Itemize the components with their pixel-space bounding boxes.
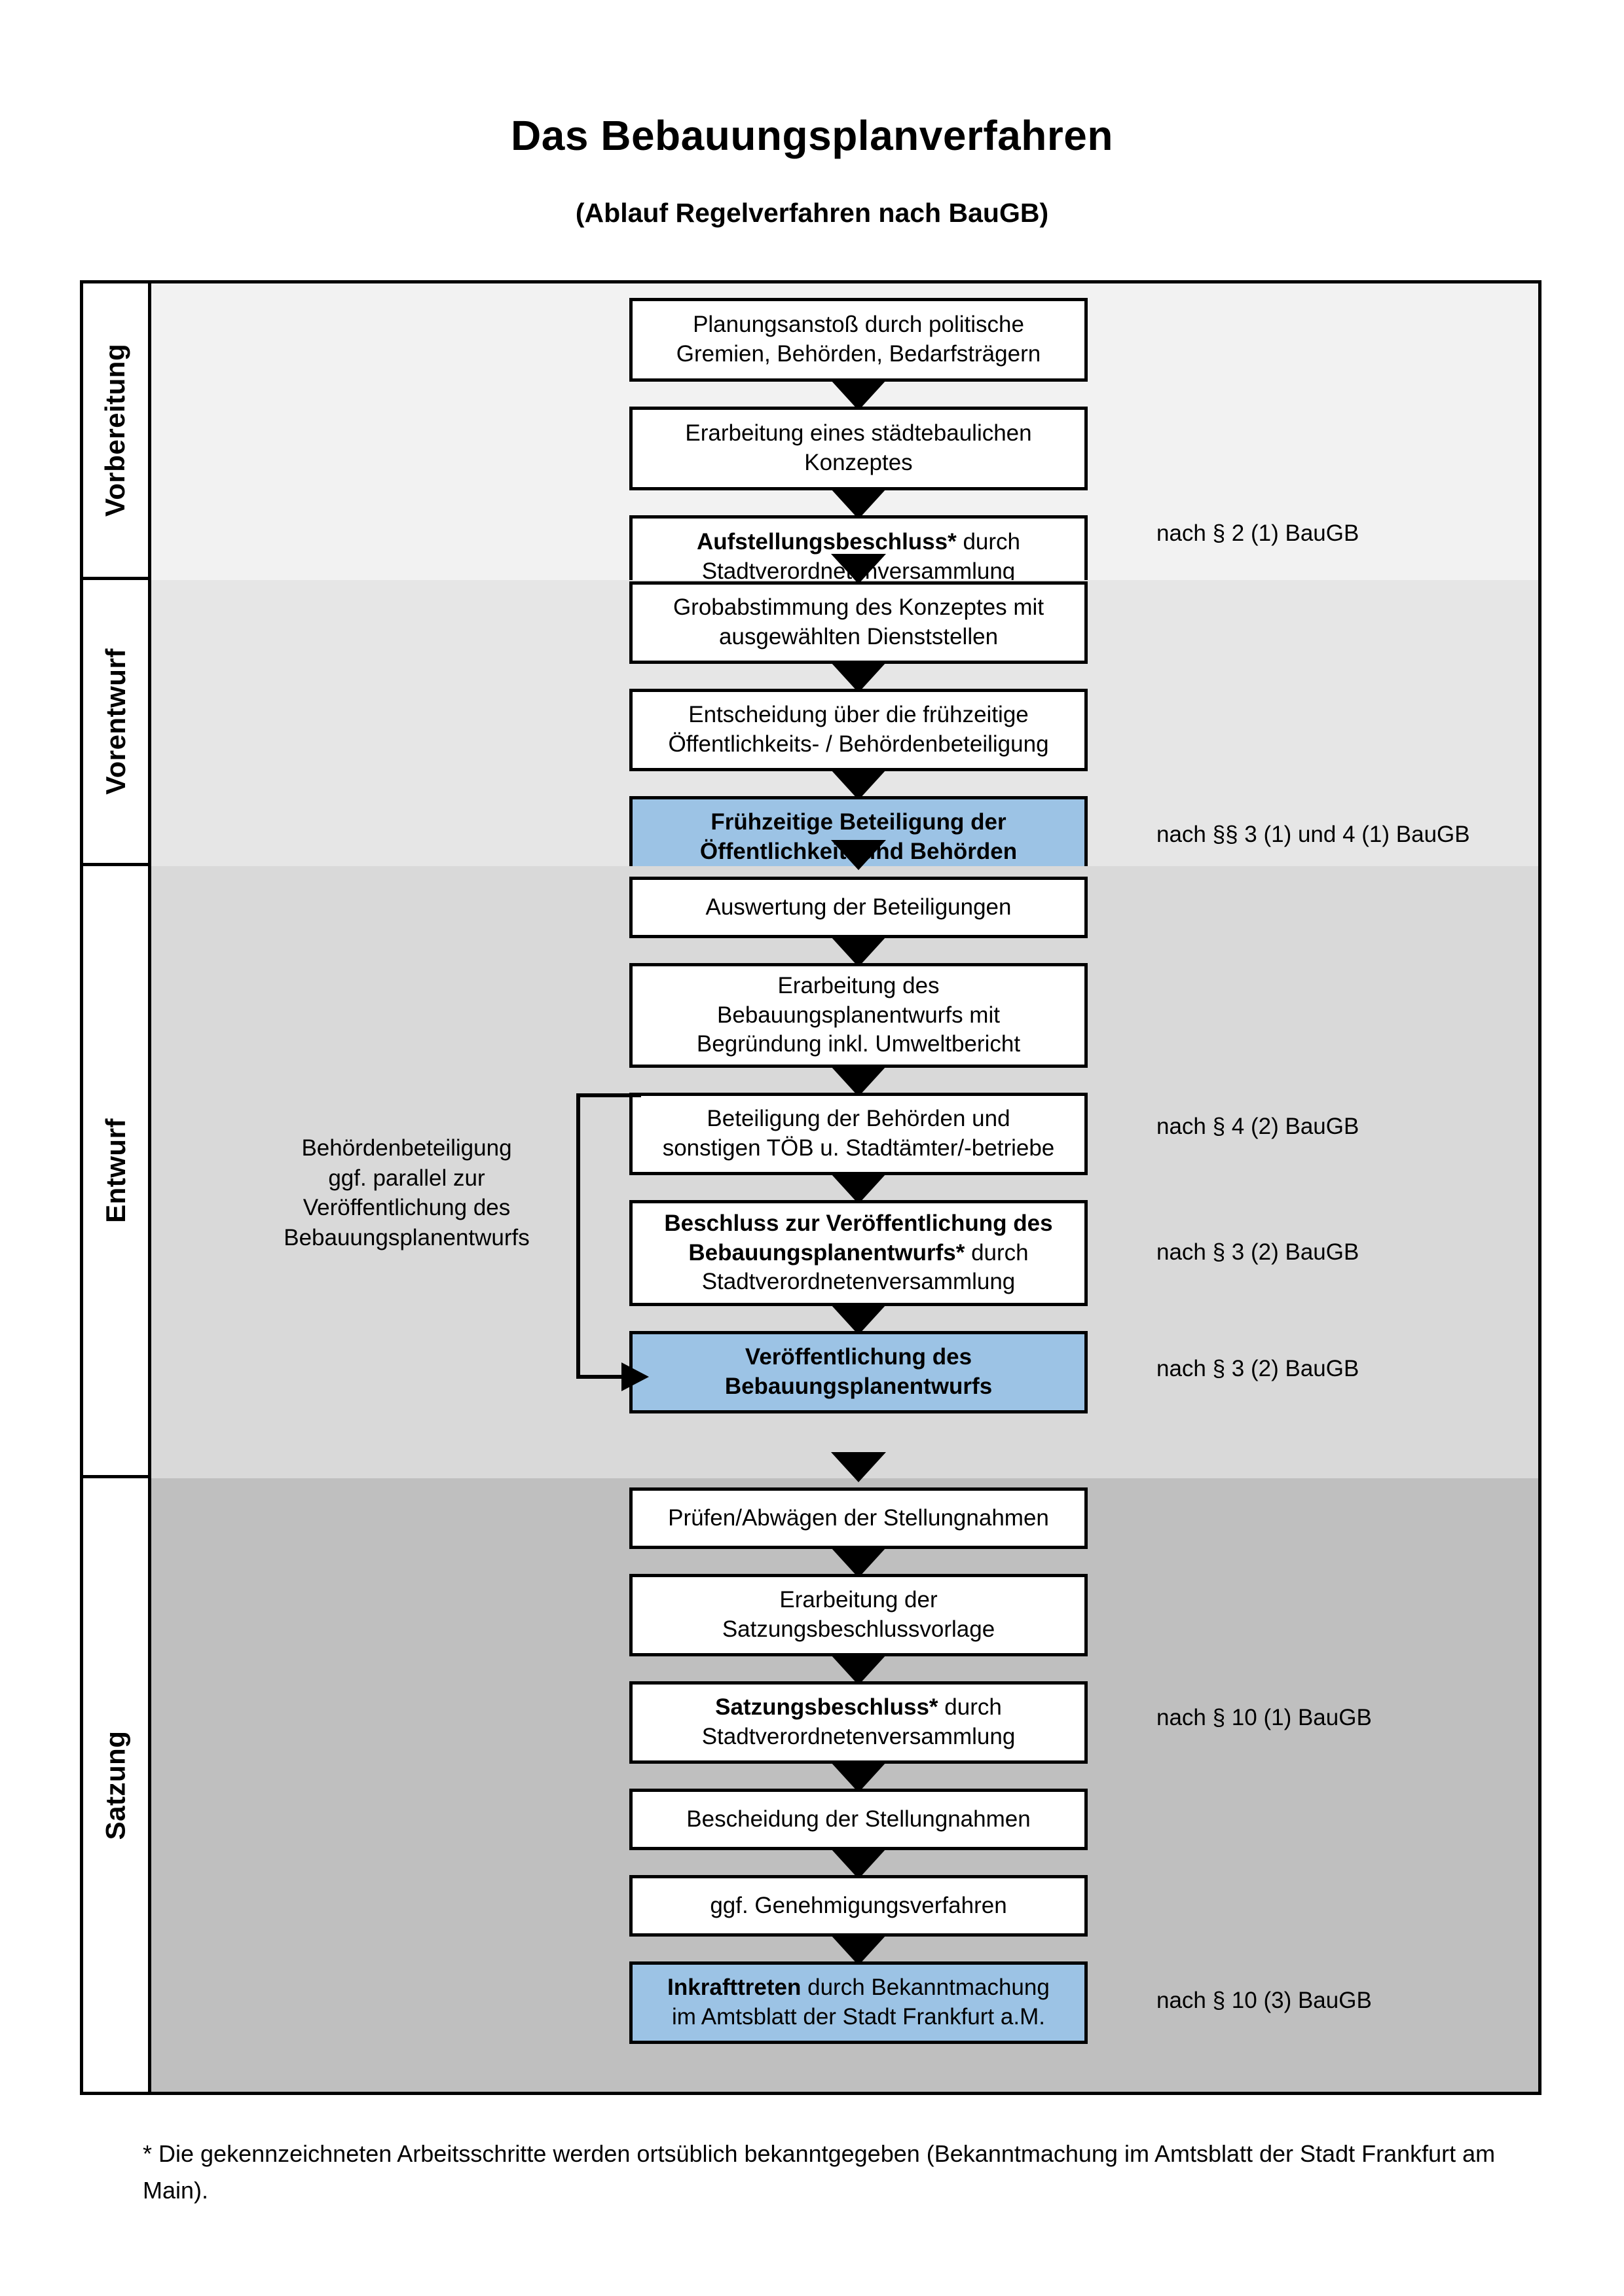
step-box-genehmigungsverfahren[interactable]: ggf. Genehmigungsverfahren — [629, 1875, 1088, 1937]
phase-label-vorbereitung: Vorbereitung — [100, 343, 131, 517]
legal-ref-par10-3: nach § 10 (3) BauGB — [1156, 1988, 1372, 2013]
legal-ref-par3-2-a: nach § 3 (2) BauGB — [1156, 1239, 1359, 1265]
arrow-down-icon — [831, 770, 886, 800]
arrow-down-icon — [831, 1174, 886, 1204]
footnote-text: * Die gekennzeichneten Arbeitsschritte w… — [143, 2140, 1496, 2204]
page-header: Das Bebauungsplanverfahren (Ablauf Regel… — [0, 0, 1624, 228]
band-satzung: Prüfen/Abwägen der Stellungnahmen Erarbe… — [151, 1452, 1538, 2092]
phase-cell-vorbereitung: Vorbereitung — [83, 283, 148, 580]
phase-cell-satzung: Satzung — [83, 1478, 148, 2092]
arrow-down-icon — [831, 663, 886, 693]
page-title: Das Bebauungsplanverfahren — [511, 112, 1113, 159]
flowchart-frame: Vorbereitung Vorentwurf Entwurf Satzung … — [80, 280, 1541, 2095]
arrow-down-icon — [831, 937, 886, 967]
arrow-down-icon — [831, 380, 886, 410]
step-text: Auswertung der Beteiligungen — [705, 894, 1012, 920]
legal-ref-par4-2: nach § 4 (2) BauGB — [1156, 1114, 1359, 1139]
phase-cell-entwurf: Entwurf — [83, 866, 148, 1478]
phase-label-satzung: Satzung — [100, 1730, 131, 1840]
arrow-down-icon — [831, 1452, 886, 1482]
arrow-down-icon — [831, 554, 886, 584]
arrow-down-icon — [831, 1548, 886, 1578]
legal-ref-par10-1: nach § 10 (1) BauGB — [1156, 1705, 1372, 1730]
elbow-connector-arrow — [576, 1093, 649, 1391]
step-text: Bescheidung der Stellungnahmen — [686, 1806, 1031, 1832]
phase-cell-vorentwurf: Vorentwurf — [83, 580, 148, 866]
step-box-bescheidung[interactable]: Bescheidung der Stellungnahmen — [629, 1789, 1088, 1850]
phase-label-entwurf: Entwurf — [100, 1118, 131, 1223]
arrow-down-icon — [831, 1655, 886, 1685]
arrow-down-icon — [831, 489, 886, 519]
step-text: ggf. Genehmigungsverfahren — [710, 1892, 1007, 1918]
legal-ref-par2-1: nach § 2 (1) BauGB — [1156, 520, 1359, 546]
step-box-pruefen-abwaegen[interactable]: Prüfen/Abwägen der Stellungnahmen — [629, 1487, 1088, 1549]
band-entwurf: Auswertung der Beteiligungen Erarbeitung… — [151, 840, 1538, 1478]
step-text: Prüfen/Abwägen der Stellungnahmen — [668, 1504, 1049, 1531]
page-subtitle: (Ablauf Regelverfahren nach BauGB) — [575, 198, 1049, 228]
arrow-down-icon — [831, 1762, 886, 1793]
arrow-down-icon — [831, 1066, 886, 1097]
step-box-auswertung-beteiligungen[interactable]: Auswertung der Beteiligungen — [629, 877, 1088, 938]
legal-ref-par3-2-b: nach § 3 (2) BauGB — [1156, 1356, 1359, 1381]
arrow-down-icon — [831, 1935, 886, 1965]
arrow-down-icon — [831, 840, 886, 870]
arrow-down-icon — [831, 1849, 886, 1879]
legal-ref-par3-1-4-1: nach §§ 3 (1) und 4 (1) BauGB — [1156, 822, 1470, 847]
entwurf-side-note: Behördenbeteiligung ggf. parallel zur Ve… — [284, 1135, 530, 1250]
phase-label-vorentwurf: Vorentwurf — [100, 648, 131, 795]
arrow-down-icon — [831, 1305, 886, 1335]
phase-label-column: Vorbereitung Vorentwurf Entwurf Satzung — [83, 283, 151, 2092]
